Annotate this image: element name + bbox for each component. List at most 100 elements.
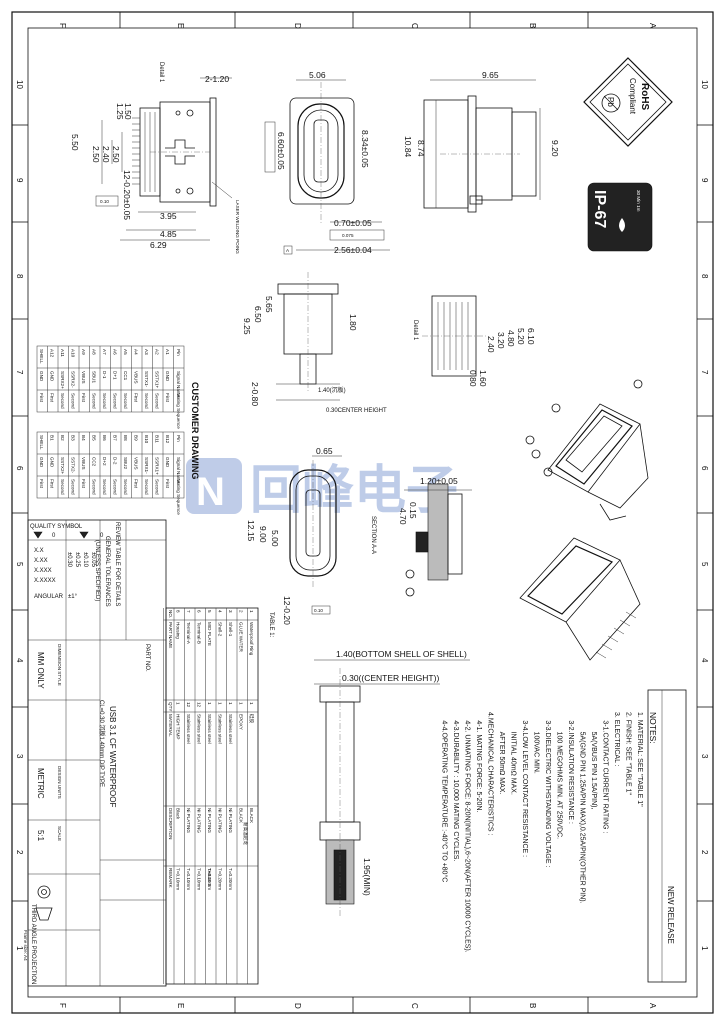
pin-table-cell: GND [165, 457, 170, 468]
row-label: 1 [700, 946, 709, 951]
pin-table-cell: B5 [92, 435, 97, 441]
dim-label: 9.20 [550, 140, 560, 157]
row-label: 3 [15, 754, 24, 759]
note-line: 4-3.DURABILITY : 10,000 MATING CYCLES. [452, 720, 459, 861]
pin-table-cell: First [39, 393, 44, 403]
dim-label: 4.70 [398, 508, 408, 525]
pin-table-header: Pin [176, 435, 181, 442]
row-label: 4 [15, 658, 24, 663]
col-label-bottom: C [410, 1003, 419, 1009]
pin-table-cell: Second [144, 393, 149, 409]
note-line: AFTER 50mΩ MAX. [498, 732, 505, 795]
pin-table-header: Signal Name [176, 457, 181, 484]
dim-label: Detail 1 [158, 62, 164, 83]
pin-table-cell: A4 [134, 349, 139, 355]
bom-cell: 1 [239, 702, 244, 705]
bom-material-2: 耐高温尼龙 [242, 822, 249, 845]
bom-cell: Black [176, 808, 181, 820]
tol-key: X.XXX [34, 568, 52, 574]
col-label-top: C [410, 23, 419, 29]
pin-table-cell: Second [123, 393, 128, 409]
scale-label: SCALE [57, 826, 62, 841]
view-side-top: 9.65 10.84 8.74 9.20 [403, 70, 560, 213]
description-text: USB 3.1 CF WATERPROOF [108, 706, 117, 807]
bom-cell: T=0.10mm [207, 868, 212, 890]
row-label: 9 [700, 178, 709, 183]
bom-cell: 7 [186, 610, 191, 613]
dim-label: 3.95 [160, 211, 177, 221]
dim-label: 6.10 [526, 328, 536, 345]
pin-table-cell: VBUS [81, 457, 86, 470]
dim-label: 0.80 [468, 370, 478, 387]
row-label: 7 [700, 370, 709, 375]
bom-cell: Waterproof Ring [249, 622, 254, 656]
pin-table-cell: B12 [165, 435, 170, 444]
pin-table-cell: First [165, 393, 170, 403]
pin-table-cell: D+2 [102, 457, 107, 466]
dim-label: 1.40(BOTTOM SHELL OF SHELL) [336, 649, 467, 659]
pin-table-cell: D-1 [102, 371, 107, 379]
pin-table-cell: CC1 [123, 371, 128, 381]
tolerance-frame: 0.10 [100, 199, 109, 204]
pin-table-cell: A10 [71, 349, 76, 358]
pin-table-cell: A12 [50, 349, 55, 358]
balloon-icon [543, 467, 553, 477]
dim-style-label: DIMENSION STYLE [57, 644, 62, 686]
projection-icon [35, 907, 53, 921]
pin-table-cell: First [134, 479, 139, 489]
col-label-top: A [648, 23, 657, 29]
bom-header: MATERIAL [168, 714, 173, 737]
pin-table-cell: GND [39, 457, 44, 468]
quality-val: 0 [100, 533, 104, 539]
pin-table-cell: A11 [60, 349, 65, 357]
dim-label: 0.65 [316, 446, 333, 456]
bom-cell: 1 [176, 702, 181, 705]
tol-val: ±0.05 [90, 552, 96, 568]
col-label-bottom: A [648, 1003, 657, 1009]
col-label-bottom: D [293, 1003, 302, 1009]
note-line: 3-2.INSULATION RESISTANCE : [567, 720, 574, 824]
row-label: 3 [700, 754, 709, 759]
bom-header: QTY [168, 702, 173, 711]
dim-label: 12-0.20 [282, 596, 292, 625]
view-side-bottom: 1.40(BOTTOM SHELL OF SHELL) 0.30((CENTER… [314, 649, 470, 916]
frame-size-text: Frame size: A4 [23, 930, 28, 961]
bom-cell: BLACK [249, 808, 254, 824]
tolerance-frame: 0.075 [342, 233, 354, 238]
triangle-icon [33, 531, 43, 539]
bom-cell: MID PLATE [207, 622, 212, 646]
bom-cell: 4 [218, 610, 223, 613]
pin-table-cell: SSRX2+ [60, 371, 65, 389]
bom-cell: 1 [207, 702, 212, 705]
pin-table-cell: B7 [113, 435, 118, 441]
balloon-icon [525, 435, 535, 445]
unless-text: (UNLESS SPECIFIED) [94, 540, 100, 601]
pin-table-cell: A9 [81, 349, 86, 355]
pin-table-cell: First [39, 479, 44, 489]
pin-table-cell: B6 [102, 435, 107, 441]
rohs-compliant-text: Compliant [628, 78, 637, 115]
dim-label: 8.34±0.05 [360, 130, 370, 168]
pin-table-cell: B8 [123, 435, 128, 441]
pin-table-cell: B10 [144, 435, 149, 444]
note-line: 3-4.LOW LEVEL CONTACT RESISTANCE : [521, 720, 528, 857]
dim-label: 6.60±0.05 [276, 132, 286, 170]
note-line: 2. FINISH: SEE "TABLE 1" [625, 712, 632, 796]
dim-label: 0.15 [408, 502, 418, 519]
dim-label: 5.00 [270, 530, 280, 547]
projection-icon [41, 889, 47, 895]
bom-cell: 8 [176, 610, 181, 613]
row-label: 7 [15, 370, 24, 375]
pin-table-cell: Second [60, 479, 65, 495]
bom-cell: 2 [239, 610, 244, 613]
dim-style: MM ONLY [36, 652, 45, 689]
dim-label: 0.70±0.05 [334, 218, 372, 228]
bom-cell: 12 [186, 702, 191, 708]
water-drop-icon [619, 218, 625, 232]
pin-table-cell: Second [155, 393, 160, 409]
pin-table-header: Signal Name [176, 371, 181, 398]
dim-label: 1.60 [478, 370, 488, 387]
pin-table-cell: A1 [165, 349, 170, 355]
pin-table-cell: B1 [50, 435, 55, 441]
